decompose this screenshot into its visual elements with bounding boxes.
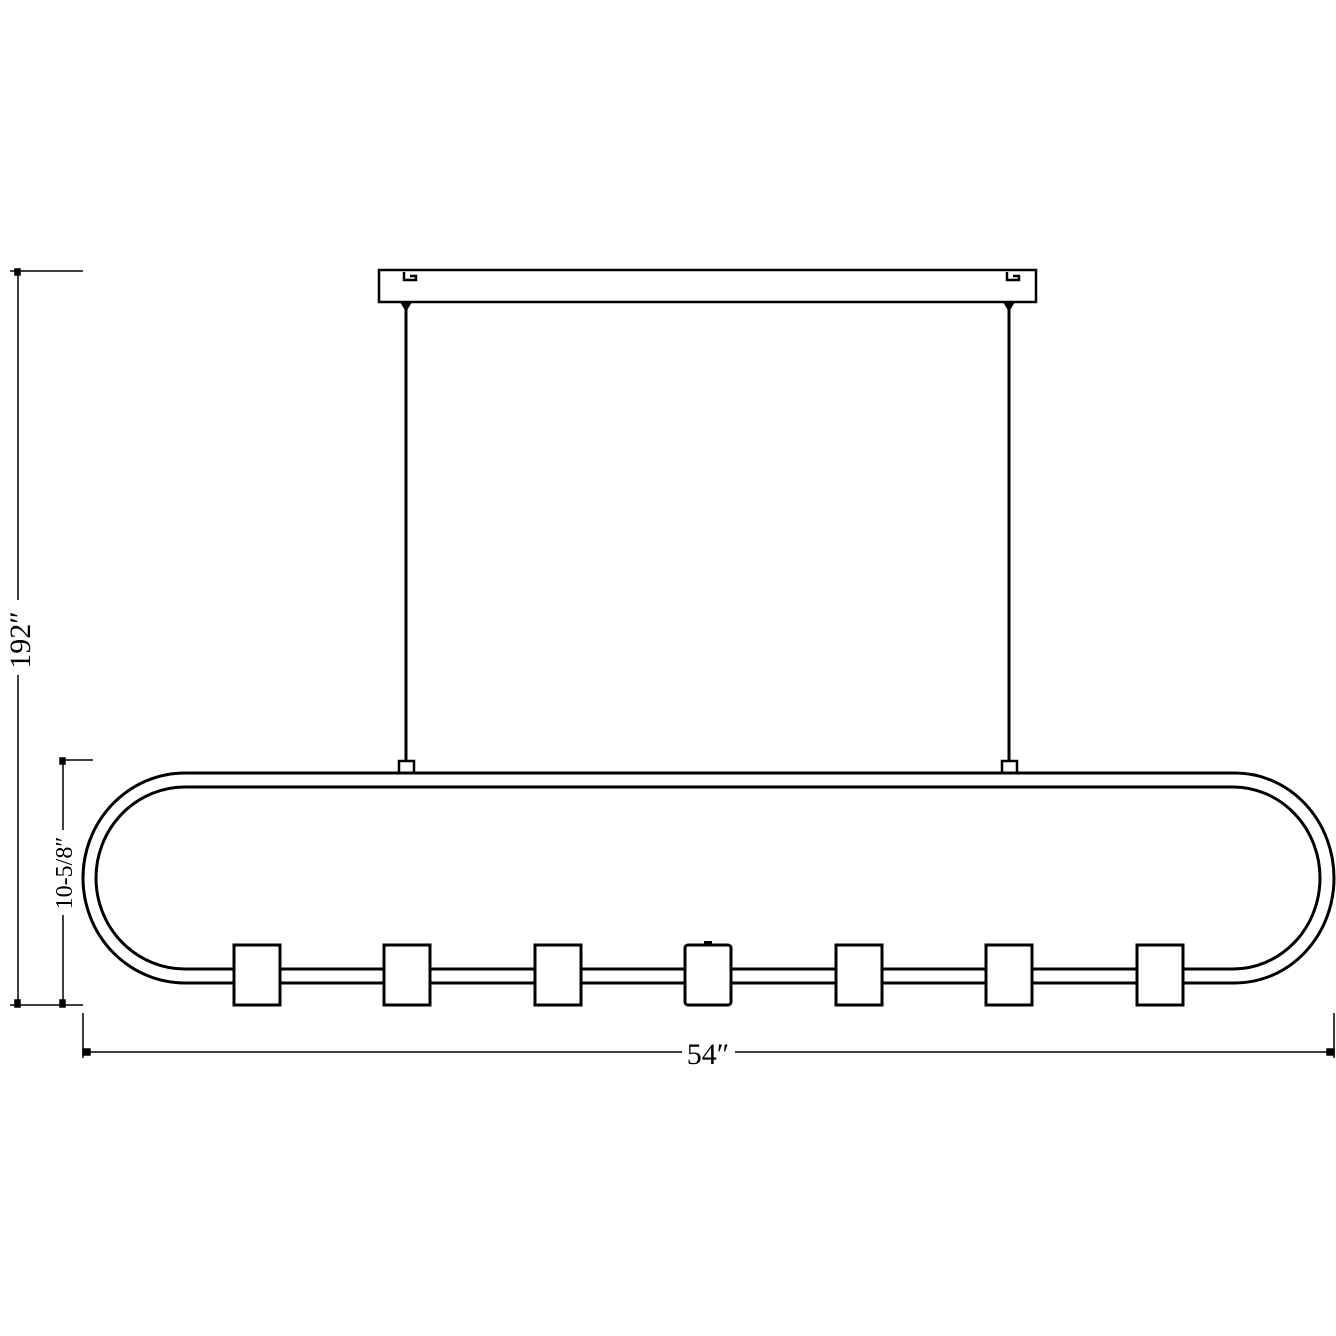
ceiling-canopy [377,268,1038,312]
shade-3 [533,943,583,1007]
center-shade-tab [704,941,712,945]
shade-5 [834,943,884,1007]
canopy-bracket-icon-right [1005,272,1021,282]
body-height-label: 10-5/8″ [52,837,78,910]
shade-7 [1135,943,1185,1007]
light-shades [232,941,1185,1007]
shade-6 [984,943,1034,1007]
overall-width-label: 54″ [687,1038,730,1071]
cable-connector-left [397,759,416,775]
dimension-body-height: 10-5/8″ [52,757,93,1008]
dimension-overall-width: 54″ [82,1013,1335,1071]
canopy-bracket-icon-left [402,272,418,282]
overall-height-label: 192″ [4,611,37,669]
dimension-overall-height: 192″ [4,268,83,1008]
shade-2 [382,943,432,1007]
oval-frame [81,771,1336,985]
suspension-cables [397,302,1019,775]
shade-1 [232,943,282,1007]
shade-4 [683,943,733,1007]
cable-connector-right [1000,759,1019,775]
